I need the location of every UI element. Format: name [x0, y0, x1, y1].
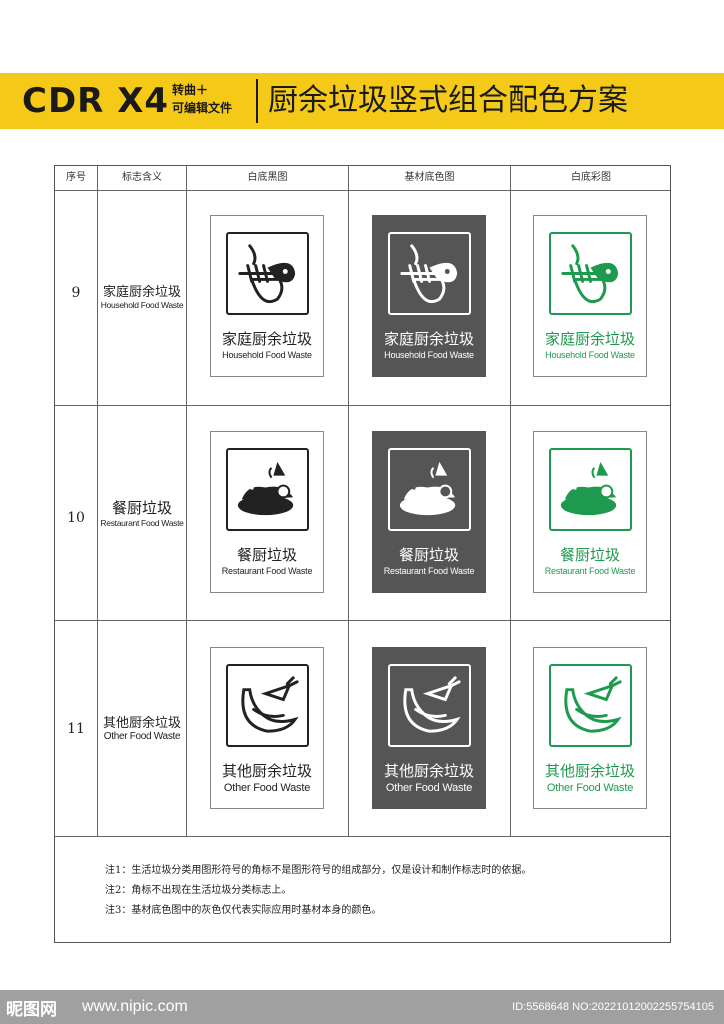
sign-restaurant-white-black: 餐厨垃圾 Restaurant Food Waste	[210, 431, 324, 593]
banner-divider	[256, 79, 258, 123]
sign-restaurant-white-color: 餐厨垃圾 Restaurant Food Waste	[533, 431, 647, 593]
sign-en: Household Food Waste	[222, 350, 312, 360]
sign-zh: 餐厨垃圾	[398, 546, 459, 564]
grid-line	[348, 166, 349, 836]
sign-en: Restaurant Food Waste	[383, 566, 475, 576]
grid-line	[55, 405, 670, 406]
row-meaning: 餐厨垃圾 Restaurant Food Waste	[98, 497, 186, 528]
sign-other-white-color: 其他厨余垃圾 Other Food Waste	[533, 647, 647, 809]
banner-format-label: CDR X4	[22, 81, 170, 121]
grid-line	[55, 190, 670, 191]
food-scraps-bowl-icon	[226, 448, 309, 531]
meaning-zh: 餐厨垃圾	[111, 499, 172, 517]
meaning-en: Household Food Waste	[100, 300, 184, 310]
sign-table: 序号 标志含义 白底黑图 基材底色图 白底彩图 9 家庭厨余垃圾 Househo…	[54, 165, 671, 943]
banner-sub-label: 转曲＋ 可编辑文件	[172, 81, 232, 117]
sign-zh: 家庭厨余垃圾	[221, 330, 312, 348]
watermark-footer: 昵图网 www.nipic.com ID:5568648 NO:20221012…	[0, 990, 724, 1024]
sign-en: Other Food Waste	[546, 782, 634, 794]
sign-en: Other Food Waste	[385, 782, 473, 794]
header-meaning: 标志含义	[122, 172, 162, 183]
header-substrate: 基材底色图	[404, 172, 455, 183]
fish-bone-apple-core-icon	[226, 232, 309, 315]
header-index: 序号	[66, 172, 86, 183]
sign-en: Household Food Waste	[384, 350, 474, 360]
banana-carrot-icon	[226, 664, 309, 747]
grid-line	[186, 166, 187, 836]
table-notes: 注1：生活垃圾分类用图形符号的角标不是图形符号的组成部分，仅是设计和制作标志时的…	[105, 861, 531, 921]
banana-carrot-icon	[388, 664, 471, 747]
meaning-en: Other Food Waste	[103, 731, 181, 742]
sign-restaurant-substrate: 餐厨垃圾 Restaurant Food Waste	[372, 431, 486, 593]
grid-line	[97, 166, 98, 836]
sign-en: Restaurant Food Waste	[221, 566, 313, 576]
grid-line	[55, 620, 670, 621]
sign-zh: 餐厨垃圾	[236, 546, 297, 564]
watermark-id: ID:5568648 NO:20221012002255754105	[512, 1001, 714, 1013]
meaning-zh: 家庭厨余垃圾	[102, 285, 181, 300]
header-white-black: 白底黑图	[247, 172, 288, 183]
top-banner: CDR X4 转曲＋ 可编辑文件 厨余垃圾竖式组合配色方案	[0, 73, 724, 129]
watermark-logo: 昵图网	[6, 1000, 57, 1020]
watermark-site: www.nipic.com	[82, 998, 188, 1015]
sign-zh: 其他厨余垃圾	[221, 762, 312, 780]
food-scraps-bowl-icon	[388, 448, 471, 531]
sign-household-white-color: 家庭厨余垃圾 Household Food Waste	[533, 215, 647, 377]
note-3: 注3：基材底色图中的灰色仅代表实际应用时基材本身的颜色。	[105, 905, 382, 916]
row-index: 11	[67, 721, 85, 737]
sign-zh: 其他厨余垃圾	[544, 762, 635, 780]
sign-en: Restaurant Food Waste	[544, 566, 636, 576]
note-2: 注2：角标不出现在生活垃圾分类标志上。	[105, 885, 292, 896]
sign-zh: 其他厨余垃圾	[383, 762, 474, 780]
sign-household-substrate: 家庭厨余垃圾 Household Food Waste	[372, 215, 486, 377]
sign-other-white-black: 其他厨余垃圾 Other Food Waste	[210, 647, 324, 809]
fish-bone-apple-core-icon	[549, 232, 632, 315]
fish-bone-apple-core-icon	[388, 232, 471, 315]
food-scraps-bowl-icon	[549, 448, 632, 531]
sign-zh: 家庭厨余垃圾	[383, 330, 474, 348]
sign-en: Household Food Waste	[545, 350, 635, 360]
sign-en: Other Food Waste	[223, 782, 311, 794]
meaning-zh: 其他厨余垃圾	[102, 716, 181, 731]
sign-household-white-black: 家庭厨余垃圾 Household Food Waste	[210, 215, 324, 377]
note-1: 注1：生活垃圾分类用图形符号的角标不是图形符号的组成部分，仅是设计和制作标志时的…	[105, 865, 532, 876]
row-meaning: 其他厨余垃圾 Other Food Waste	[98, 712, 186, 742]
banner-title: 厨余垃圾竖式组合配色方案	[268, 83, 628, 118]
sign-zh: 家庭厨余垃圾	[544, 330, 635, 348]
header-white-color: 白底彩图	[571, 172, 611, 183]
sign-zh: 餐厨垃圾	[559, 546, 620, 564]
row-meaning: 家庭厨余垃圾 Household Food Waste	[98, 281, 186, 310]
banner-sub-line1: 转曲＋	[172, 83, 209, 97]
grid-line	[510, 166, 511, 836]
row-index: 9	[71, 285, 81, 301]
sign-other-substrate: 其他厨余垃圾 Other Food Waste	[372, 647, 486, 809]
meaning-en: Restaurant Food Waste	[100, 518, 184, 528]
grid-line	[55, 836, 670, 837]
banana-carrot-icon	[549, 664, 632, 747]
banner-sub-line2: 可编辑文件	[172, 101, 233, 115]
row-index: 10	[67, 510, 85, 526]
